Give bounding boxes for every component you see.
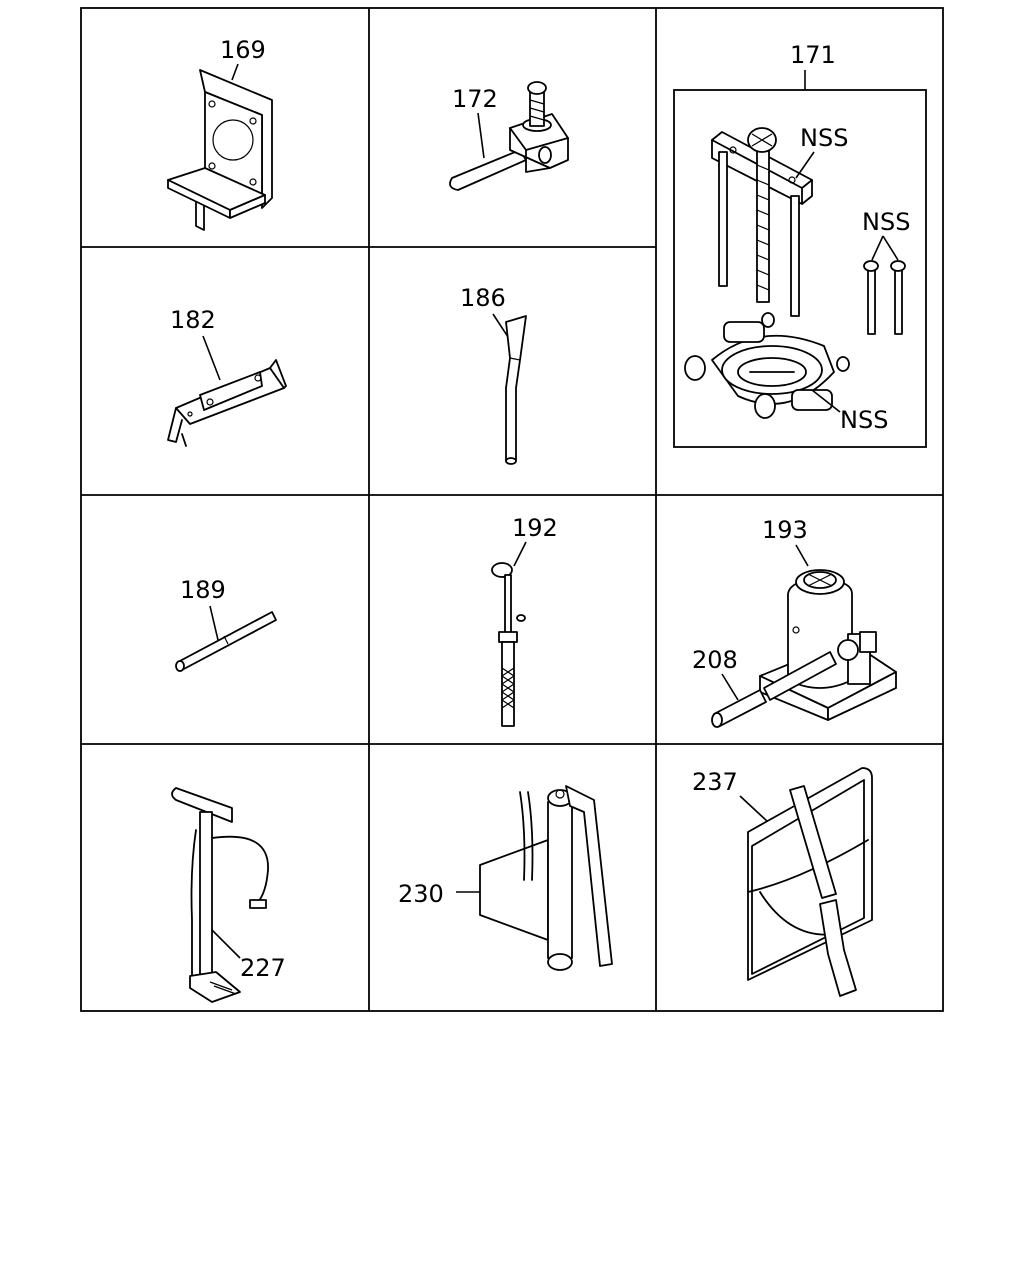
callout-192: 192 (512, 514, 558, 542)
callout-169: 169 (220, 36, 266, 64)
part-193-bottle-jack: 193 (759, 516, 897, 721)
part-192-probe: 192 (491, 514, 558, 727)
callout-186: 186 (460, 284, 506, 312)
part-189-pin: 189 (175, 576, 277, 672)
callout-208: 208 (692, 646, 738, 674)
kit-frame (673, 89, 927, 448)
part-208-jack-handle: 208 (692, 646, 837, 728)
part-169-bracket: 169 (167, 36, 273, 231)
parts-grid (80, 7, 944, 1012)
nss-label-top: NSS (800, 124, 848, 152)
part-230-grease-gun: 230 (398, 785, 613, 971)
callout-237: 237 (692, 768, 738, 796)
callout-172: 172 (452, 85, 498, 113)
nss-label-bolts: NSS (862, 208, 910, 236)
part-171-puller-kit: 171 NSS NSS (673, 41, 927, 448)
callout-193: 193 (762, 516, 808, 544)
part-182-bracket: 182 (167, 306, 287, 447)
part-237-tool-bag: 237 (692, 767, 873, 997)
part-227-floor-pump: 227 (171, 787, 286, 1003)
callout-171: 171 (790, 41, 836, 69)
callout-182: 182 (170, 306, 216, 334)
callout-227: 227 (240, 954, 286, 982)
nss-label-bottom: NSS (840, 406, 888, 434)
callout-189: 189 (180, 576, 226, 604)
callout-230: 230 (398, 880, 444, 908)
part-186-rod: 186 (460, 284, 527, 465)
part-172-clamp: 172 (449, 81, 569, 191)
